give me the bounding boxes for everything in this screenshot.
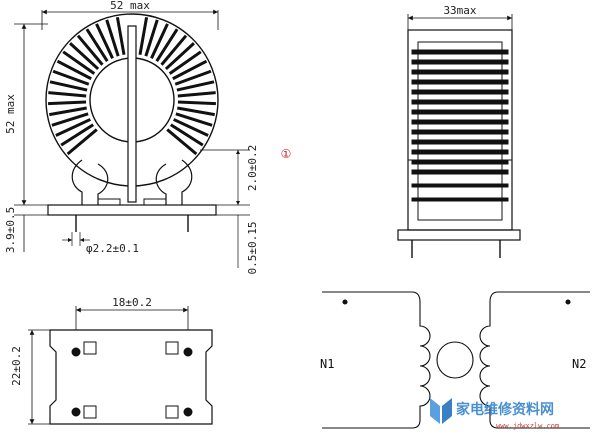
winding-turn	[144, 19, 159, 57]
base-label: 3.9±0.5	[4, 207, 17, 253]
base-notch-left	[97, 198, 121, 206]
hole-top-left	[71, 347, 81, 357]
side-winding-bar	[411, 79, 509, 85]
pad-bottom-left	[83, 405, 97, 419]
hole-bottom-left	[71, 407, 81, 417]
side-winding-bar	[411, 59, 509, 65]
winding-right	[479, 291, 590, 429]
winding-turn	[168, 50, 202, 75]
bottom-outline	[49, 329, 213, 425]
side-base	[397, 229, 521, 241]
winding-turn	[175, 112, 213, 127]
winding-turn	[115, 17, 126, 55]
winding-turn	[60, 123, 95, 147]
winding-turn	[164, 42, 195, 71]
watermark-book-icon	[430, 398, 440, 424]
watermark: 家电维修资料网 www.jdwxzlw.com	[430, 398, 559, 430]
pad-top-left	[83, 341, 97, 355]
winding-turn	[85, 28, 109, 63]
side-winding-bar	[411, 139, 509, 145]
side-winding-bar	[411, 183, 509, 188]
winding-turn	[150, 23, 169, 59]
side-winding-bar	[411, 159, 509, 165]
winding-turn	[155, 28, 179, 63]
lead-gap-label: 0.5±0.15	[246, 222, 259, 275]
side-winding-bar	[411, 169, 509, 174]
winding-turn	[49, 106, 87, 117]
dot-right	[565, 299, 571, 305]
side-winding-bar	[411, 129, 509, 135]
winding-turn	[177, 100, 216, 106]
pad-top-right	[165, 341, 179, 355]
pin-spacing-label: 18±0.2	[112, 296, 152, 309]
winding-turn	[105, 19, 120, 57]
base-notch-right	[143, 198, 167, 206]
winding-turn	[173, 118, 209, 137]
winding-turn	[138, 17, 149, 55]
schematic	[322, 291, 590, 429]
winding-turn	[55, 118, 91, 137]
side-winding-bar	[411, 149, 509, 155]
center-divider	[127, 25, 137, 203]
height-label: 52 max	[4, 94, 17, 134]
hole-top-right	[183, 347, 193, 357]
winding-turn	[52, 69, 90, 86]
base-plate	[47, 204, 217, 216]
winding-turn	[62, 50, 96, 75]
view-marker: ①	[281, 147, 292, 161]
winding-turn	[76, 34, 104, 66]
winding-turn	[48, 91, 87, 98]
side-winding-bar	[411, 119, 509, 125]
winding-turn	[174, 69, 212, 86]
lead-length-label: 2.0±0.2	[246, 145, 259, 191]
winding-turn	[166, 128, 198, 156]
winding-turn	[176, 80, 215, 92]
winding-turn	[51, 112, 89, 127]
watermark-text: 家电维修资料网	[456, 401, 554, 418]
winding-turn	[177, 106, 215, 117]
pin-span-label: 22±0.2	[10, 346, 23, 386]
lead-right-inner	[155, 163, 167, 205]
winding-turn	[177, 91, 216, 98]
side-view	[397, 14, 521, 258]
winding-turn	[48, 100, 87, 106]
winding-turn	[169, 123, 204, 147]
winding-turn	[49, 80, 88, 92]
pad-bottom-right	[165, 405, 179, 419]
width-label: 52 max	[110, 0, 150, 12]
side-winding-bar	[411, 99, 509, 105]
front-view	[14, 9, 250, 268]
hole-bottom-right	[183, 407, 193, 417]
pin-dia-label: φ2.2±0.1	[86, 242, 139, 255]
winding-turn	[160, 34, 188, 66]
n1-label: N1	[320, 357, 334, 371]
lead-right	[181, 159, 193, 205]
dot-left	[342, 299, 348, 305]
core-circle	[436, 341, 474, 379]
winding-turn	[95, 23, 114, 59]
side-winding-bar	[411, 109, 509, 115]
side-winding-bar	[411, 69, 509, 75]
lead-left-inner	[97, 163, 109, 205]
n2-label: N2	[572, 357, 586, 371]
side-winding-bar	[411, 49, 509, 55]
side-winding-bar	[411, 197, 509, 202]
winding-turn	[69, 42, 100, 71]
watermark-url: www.jdwxzlw.com	[496, 422, 559, 430]
lead-left	[71, 159, 83, 205]
bottom-view	[28, 306, 213, 425]
winding-turn	[66, 128, 98, 156]
side-width-label: 33max	[443, 4, 476, 17]
winding-turn	[172, 59, 208, 81]
side-windings	[411, 49, 509, 202]
toroid-windings	[48, 17, 216, 156]
winding-turn	[56, 59, 92, 81]
side-winding-bar	[411, 89, 509, 95]
winding-left	[322, 291, 431, 429]
